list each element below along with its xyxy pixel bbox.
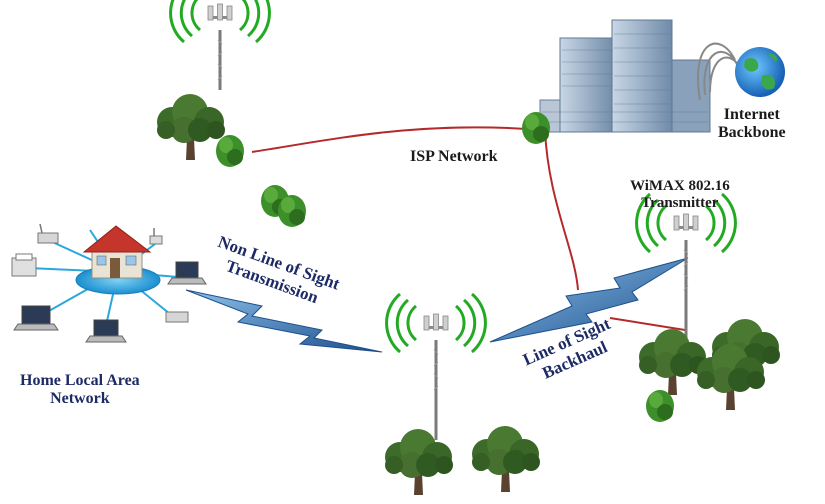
- tree-icon: [385, 429, 453, 495]
- bush-icon: [216, 135, 244, 167]
- cable-isp-to-left-tower: [251, 126, 541, 153]
- tree-icon: [472, 426, 540, 492]
- phone-icon: [149, 228, 163, 245]
- internet-backbone-label: Internet Backbone: [718, 106, 786, 142]
- laptop-icon: [167, 261, 207, 285]
- building-icon: [539, 19, 711, 133]
- tower-icon-top: [169, 0, 271, 92]
- cable-isp-to-wimax: [544, 129, 579, 291]
- home-lan-label: Home Local Area Network: [20, 372, 140, 408]
- isp-network-label: ISP Network: [410, 148, 498, 165]
- router-icon: [37, 223, 59, 244]
- laptop-icon: [13, 305, 59, 331]
- router-icon: [165, 311, 189, 323]
- wimax-transmitter-label: WiMAX 802.16 Transmitter: [630, 178, 730, 212]
- tower-icon-middle: [385, 292, 487, 402]
- tree-icon: [157, 94, 225, 160]
- home-lan-cluster: [11, 223, 207, 343]
- house-icon: [82, 225, 152, 279]
- bush-icon: [522, 112, 550, 144]
- lightning-bolt-icon-nlos: [185, 289, 383, 353]
- bush-icon: [278, 195, 306, 227]
- tree-icon: [639, 329, 707, 395]
- laptop-icon: [85, 319, 127, 343]
- bush-icon: [646, 390, 674, 422]
- printer-icon: [11, 253, 37, 277]
- lightning-bolt-icon-los: [489, 257, 689, 343]
- globe-icon: [735, 47, 785, 97]
- cable-wimax-to-backhaul: [609, 317, 686, 331]
